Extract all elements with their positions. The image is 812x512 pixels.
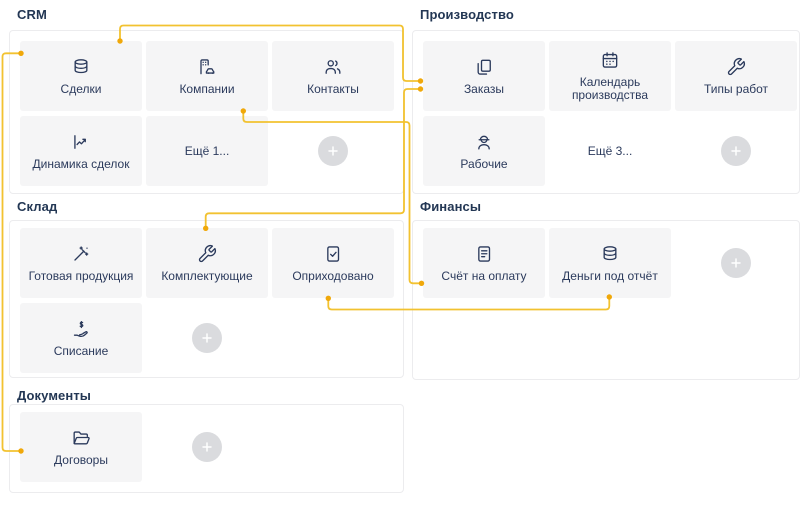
doc-check-icon (323, 244, 343, 264)
add-module-button-warehouse[interactable] (192, 323, 222, 353)
plus-icon (199, 330, 215, 346)
add-module-cell-warehouse (146, 303, 268, 373)
section-panel-production: Заказы Календарь производства Типы работ (412, 30, 800, 194)
section-title-production: Производство (420, 7, 514, 22)
module-card-orders[interactable]: Заказы (423, 41, 545, 111)
calendar-icon (600, 50, 620, 70)
section-panel-warehouse: Готовая продукция Комплектующие Оприходо… (9, 220, 404, 378)
module-card-write-off[interactable]: Списание (20, 303, 142, 373)
plus-icon (325, 143, 341, 159)
wrench-icon (197, 244, 217, 264)
module-label: Заказы (463, 81, 505, 96)
module-card-money-report[interactable]: Деньги под отчёт (549, 228, 671, 298)
module-label: Оприходовано (292, 268, 374, 283)
module-card-companies[interactable]: Компании (146, 41, 268, 111)
module-card-production-calendar[interactable]: Календарь производства (549, 41, 671, 111)
module-label: Календарь производства (571, 75, 649, 102)
section-title-documents: Документы (17, 388, 91, 403)
module-label: Сделки (60, 81, 102, 96)
folder-icon (71, 428, 91, 448)
module-card-deals[interactable]: Сделки (20, 41, 142, 111)
add-module-button-production[interactable] (721, 136, 751, 166)
module-label: Рабочие (460, 156, 508, 171)
chart-icon (71, 132, 91, 152)
coins-icon (600, 244, 620, 264)
add-module-button-documents[interactable] (192, 432, 222, 462)
section-panel-crm: Сделки Компании Контакт (9, 30, 404, 194)
plus-icon (728, 255, 744, 271)
section-title-finance: Финансы (420, 199, 482, 214)
module-label: Контакты (307, 81, 359, 96)
wand-icon (71, 244, 91, 264)
wrench-icon (726, 57, 746, 77)
section-title-warehouse: Склад (17, 199, 58, 214)
module-label: Комплектующие (161, 268, 253, 283)
module-card-contacts[interactable]: Контакты (272, 41, 394, 111)
section-panel-finance: Счёт на оплату Деньги под отчёт (412, 220, 800, 380)
add-module-cell-production (675, 116, 797, 186)
module-label: Типы работ (703, 81, 769, 96)
section-title-crm: CRM (17, 7, 47, 22)
module-card-deal-dynamics[interactable]: Динамика сделок (20, 116, 142, 186)
more-label: Ещё 3... (587, 144, 633, 158)
hand-coin-icon (71, 319, 91, 339)
module-label: Компании (179, 81, 235, 96)
module-label: Счёт на оплату (441, 268, 527, 283)
add-module-cell-crm (272, 116, 394, 186)
module-label: Готовая продукция (28, 268, 134, 283)
module-card-contracts[interactable]: Договоры (20, 412, 142, 482)
module-more-production[interactable]: Ещё 3... (549, 116, 671, 186)
company-icon (197, 57, 217, 77)
add-module-button-crm[interactable] (318, 136, 348, 166)
module-label: Деньги под отчёт (562, 268, 658, 283)
add-module-cell-documents (146, 412, 268, 482)
module-card-work-types[interactable]: Типы работ (675, 41, 797, 111)
module-label: Договоры (54, 452, 108, 467)
module-label: Динамика сделок (32, 156, 130, 171)
add-module-cell-finance (675, 228, 797, 298)
plus-icon (199, 439, 215, 455)
invoice-icon (474, 244, 494, 264)
module-card-more-crm[interactable]: Ещё 1... (146, 116, 268, 186)
module-card-workers[interactable]: Рабочие (423, 116, 545, 186)
plus-icon (728, 143, 744, 159)
module-card-payment-invoice[interactable]: Счёт на оплату (423, 228, 545, 298)
add-module-button-finance[interactable] (721, 248, 751, 278)
section-panel-documents: Договоры (9, 404, 404, 493)
copy-icon (474, 57, 494, 77)
more-label: Ещё 1... (184, 144, 230, 158)
module-card-components[interactable]: Комплектующие (146, 228, 268, 298)
contacts-icon (323, 57, 343, 77)
module-card-finished-goods[interactable]: Готовая продукция (20, 228, 142, 298)
worker-icon (474, 132, 494, 152)
coins-icon (71, 57, 91, 77)
module-label: Списание (53, 343, 109, 358)
module-card-received[interactable]: Оприходовано (272, 228, 394, 298)
